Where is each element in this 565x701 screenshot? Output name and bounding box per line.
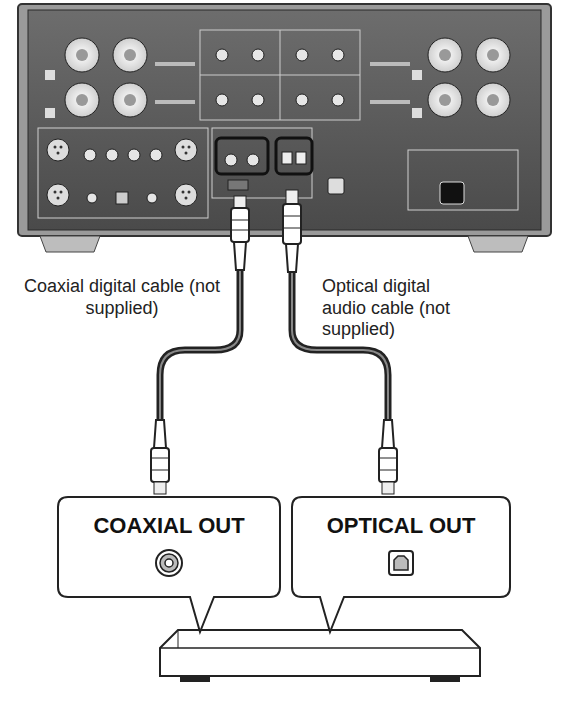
output-port-name: COAXIAL OUT <box>58 513 280 539</box>
speaker-terminals-right <box>370 38 510 118</box>
callout-bubble: OPTICAL OUT <box>292 497 510 597</box>
optical-digital-audio-cable <box>283 190 397 494</box>
amplifier-rear-panel <box>18 4 551 252</box>
analog-input-panel <box>38 128 208 218</box>
source-device <box>160 630 480 682</box>
bubble-shape <box>292 497 510 632</box>
cable-label: Optical digital audio cable (not supplie… <box>322 276 474 341</box>
speaker-terminals-left <box>45 38 195 118</box>
callout-bubble: COAXIAL OUT <box>58 497 280 597</box>
cable-label: Coaxial digital cable (not supplied) <box>14 276 230 319</box>
coaxial-digital-cable <box>151 196 249 494</box>
power-inlet <box>408 150 518 210</box>
rca-jack-groups <box>200 30 360 120</box>
bubble-shape <box>58 497 280 632</box>
optical-jack-icon <box>389 551 413 575</box>
digital-input-panel <box>212 128 344 198</box>
output-port-name: OPTICAL OUT <box>292 513 510 539</box>
coaxial-jack-icon <box>156 550 182 576</box>
